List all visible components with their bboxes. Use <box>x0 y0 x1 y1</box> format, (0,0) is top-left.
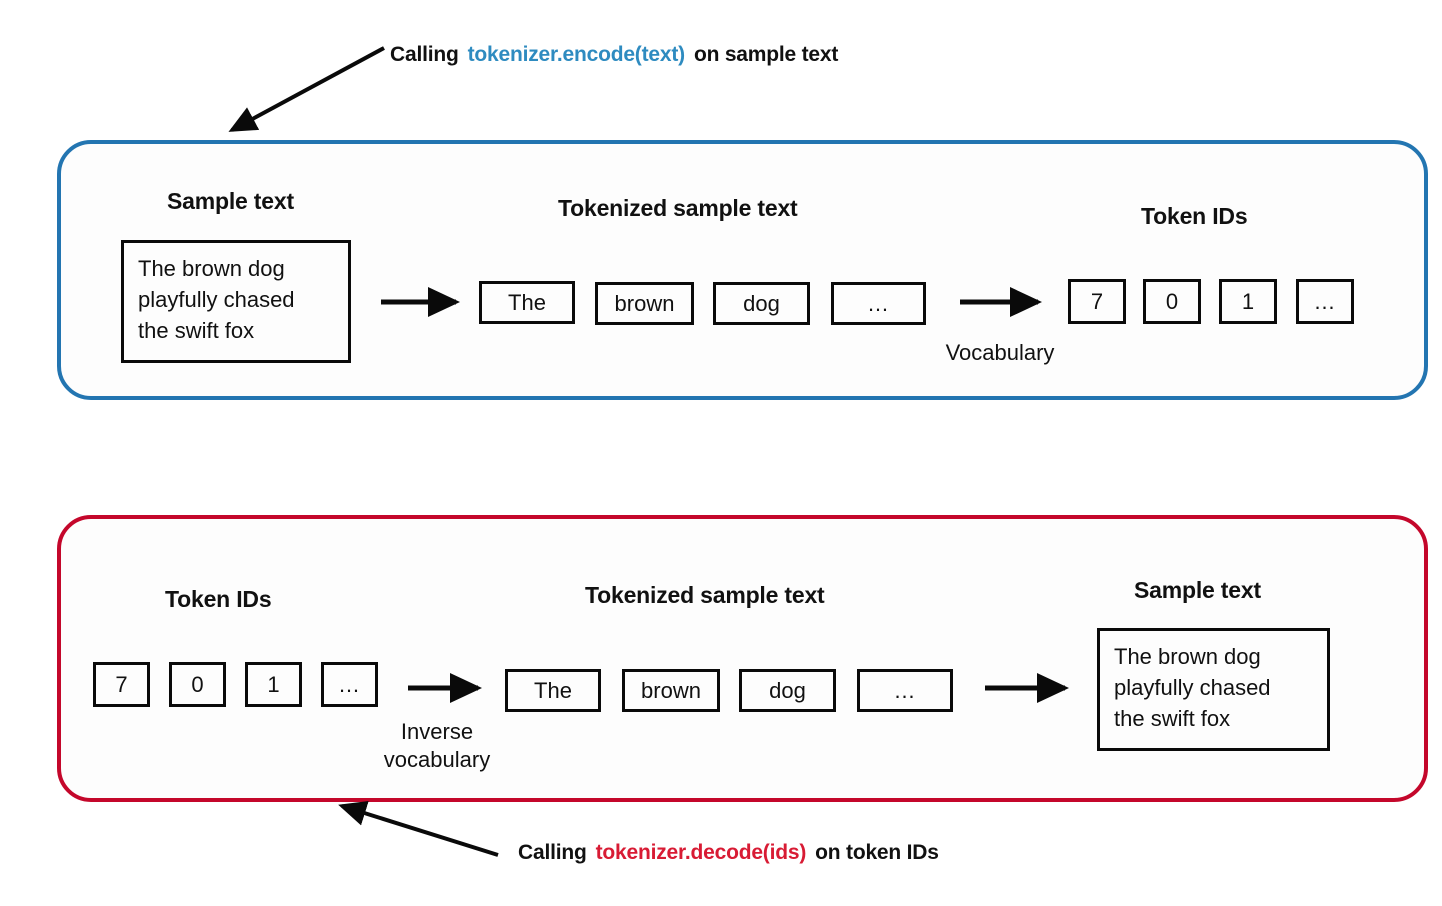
encode-sample-text-box: The brown dog playfully chased the swift… <box>121 240 351 363</box>
decode-caption-prefix: Calling <box>518 841 587 864</box>
decode-caption-pointer-arrow <box>338 800 499 857</box>
decode-caption-suffix: on token IDs <box>815 841 939 864</box>
decode-token-id-chip-1: 0 <box>169 662 226 707</box>
decode-inverse-vocabulary-label: Inverse vocabulary <box>383 719 491 772</box>
encode-token-id-chip-0: 7 <box>1068 279 1126 324</box>
encode-token-id-chip-3: … <box>1296 279 1354 324</box>
encode-token-chip-0: The <box>479 281 575 324</box>
decode-token-id-chip-0: 7 <box>93 662 150 707</box>
decode-heading-tokenized: Tokenized sample text <box>585 582 825 608</box>
encode-caption-pointer-arrow <box>228 46 385 132</box>
decode-caption: Calling tokenizer.decode(ids) on token IDs <box>518 841 939 865</box>
encode-heading-token-ids: Token IDs <box>1141 203 1248 229</box>
encode-code-snippet: tokenizer.encode(text) <box>467 43 686 66</box>
encode-token-id-chip-2: 1 <box>1219 279 1277 324</box>
encode-heading-sample-text: Sample text <box>167 188 294 214</box>
decode-token-id-chip-3: … <box>321 662 378 707</box>
encode-token-id-chip-1: 0 <box>1143 279 1201 324</box>
encode-token-chip-3: … <box>831 282 926 325</box>
encode-caption-suffix: on sample text <box>693 43 839 66</box>
encode-token-chip-2: dog <box>713 282 810 325</box>
decode-token-chip-3: … <box>857 669 953 712</box>
decode-heading-token-ids: Token IDs <box>165 586 272 612</box>
decode-token-chip-1: brown <box>622 669 720 712</box>
decode-token-chip-0: The <box>505 669 601 712</box>
encode-vocabulary-label: Vocabulary <box>945 340 1055 365</box>
encode-caption-prefix: Calling <box>390 43 459 66</box>
encode-heading-tokenized: Tokenized sample text <box>558 195 798 221</box>
decode-token-chip-2: dog <box>739 669 836 712</box>
decode-sample-text-box: The brown dog playfully chased the swift… <box>1097 628 1330 751</box>
encode-caption: Calling tokenizer.encode(text) on sample t… <box>390 43 838 67</box>
decode-heading-sample-text: Sample text <box>1134 577 1261 603</box>
decode-code-snippet: tokenizer.decode(ids) <box>595 841 807 864</box>
encode-token-chip-1: brown <box>595 282 694 325</box>
decode-token-id-chip-2: 1 <box>245 662 302 707</box>
